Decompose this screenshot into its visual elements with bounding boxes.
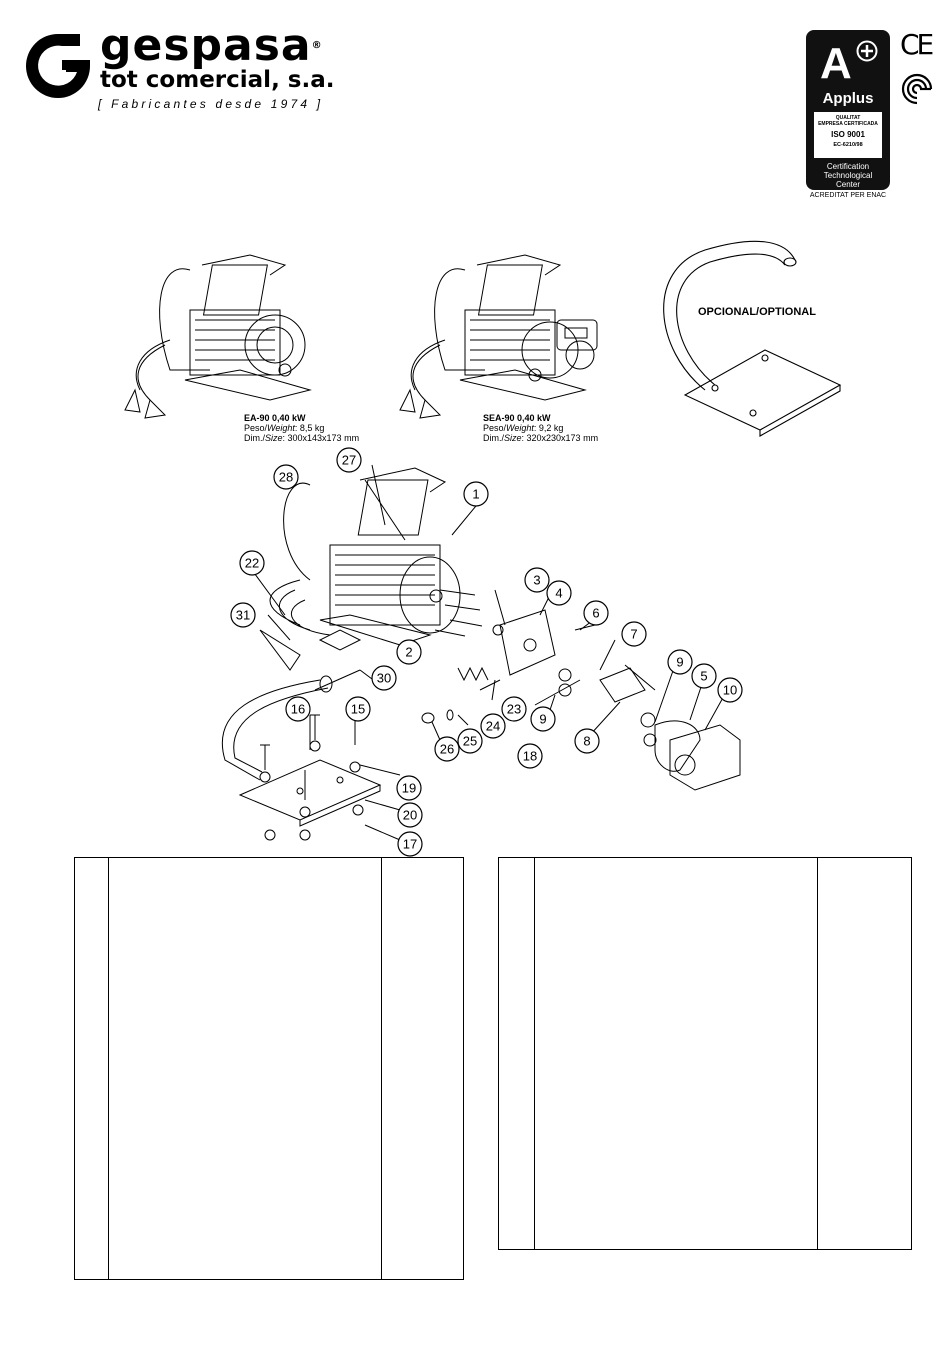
cert-center-line2: Technological — [823, 171, 873, 180]
brand-subtitle: tot comercial, s.a. — [100, 67, 335, 93]
exploded-view-drawing — [221, 464, 741, 841]
brand-name: gespasa — [100, 20, 312, 71]
model-title: SEA-90 0,40 kW — [483, 413, 551, 423]
cert-line2: EMPRESA CERTIFICADA — [818, 121, 878, 127]
model-weight: Peso/Weight: 8,5 kg — [244, 423, 325, 433]
cert-grade: A — [820, 39, 852, 88]
table-column-divider — [108, 858, 109, 1279]
cert-body: Applus — [822, 90, 874, 107]
optional-bracket-drawing — [663, 240, 842, 437]
cert-white-panel: QUALITAT EMPRESA CERTIFICADA ISO 9001 EC… — [814, 112, 882, 158]
cert-center-line1: Certification — [826, 162, 870, 171]
optional-label: OPCIONAL/OPTIONAL — [698, 306, 816, 318]
cert-accredited: ACREDITAT PER ENAC — [809, 192, 887, 199]
cert-line1: QUALITAT — [835, 115, 861, 121]
brand-registered-mark: ® — [311, 40, 323, 51]
plus-icon — [856, 40, 878, 62]
model-weight: Peso/Weight: 9,2 kg — [483, 423, 564, 433]
pump-ea90-drawing — [124, 254, 312, 419]
cert-code: EC-6210/98 — [833, 142, 863, 148]
table-column-divider — [534, 858, 535, 1249]
brand-tagline: [ Fabricantes desde 1974 ] — [98, 97, 324, 111]
gespasa-logo-icon — [26, 34, 90, 98]
table-column-divider — [817, 858, 818, 1249]
model-title: EA-90 0,40 kW — [244, 413, 306, 423]
spiral-logo-icon — [901, 73, 933, 105]
certification-badge: A Applus QUALITAT EMPRESA CERTIFICADA IS… — [806, 30, 890, 190]
pump-sea90-drawing — [399, 254, 598, 419]
model-size: Dim./Size: 320x230x173 mm — [483, 433, 599, 443]
table-column-divider — [381, 858, 382, 1279]
cert-iso: ISO 9001 — [831, 130, 865, 139]
cert-center-line3: Center — [835, 180, 860, 189]
model-size: Dim./Size: 300x143x173 mm — [244, 433, 360, 443]
ce-mark: CE — [900, 28, 934, 61]
model-ea90-caption: EA-90 0,40 kW Peso/Weight: 8,5 kg Dim./S… — [244, 413, 404, 443]
parts-table-right — [498, 857, 912, 1250]
brand-logo: gespasa® tot comercial, s.a. [ Fabricant… — [22, 24, 352, 120]
parts-table-left — [74, 857, 464, 1280]
model-sea90-caption: SEA-90 0,40 kW Peso/Weight: 9,2 kg Dim./… — [483, 413, 643, 443]
